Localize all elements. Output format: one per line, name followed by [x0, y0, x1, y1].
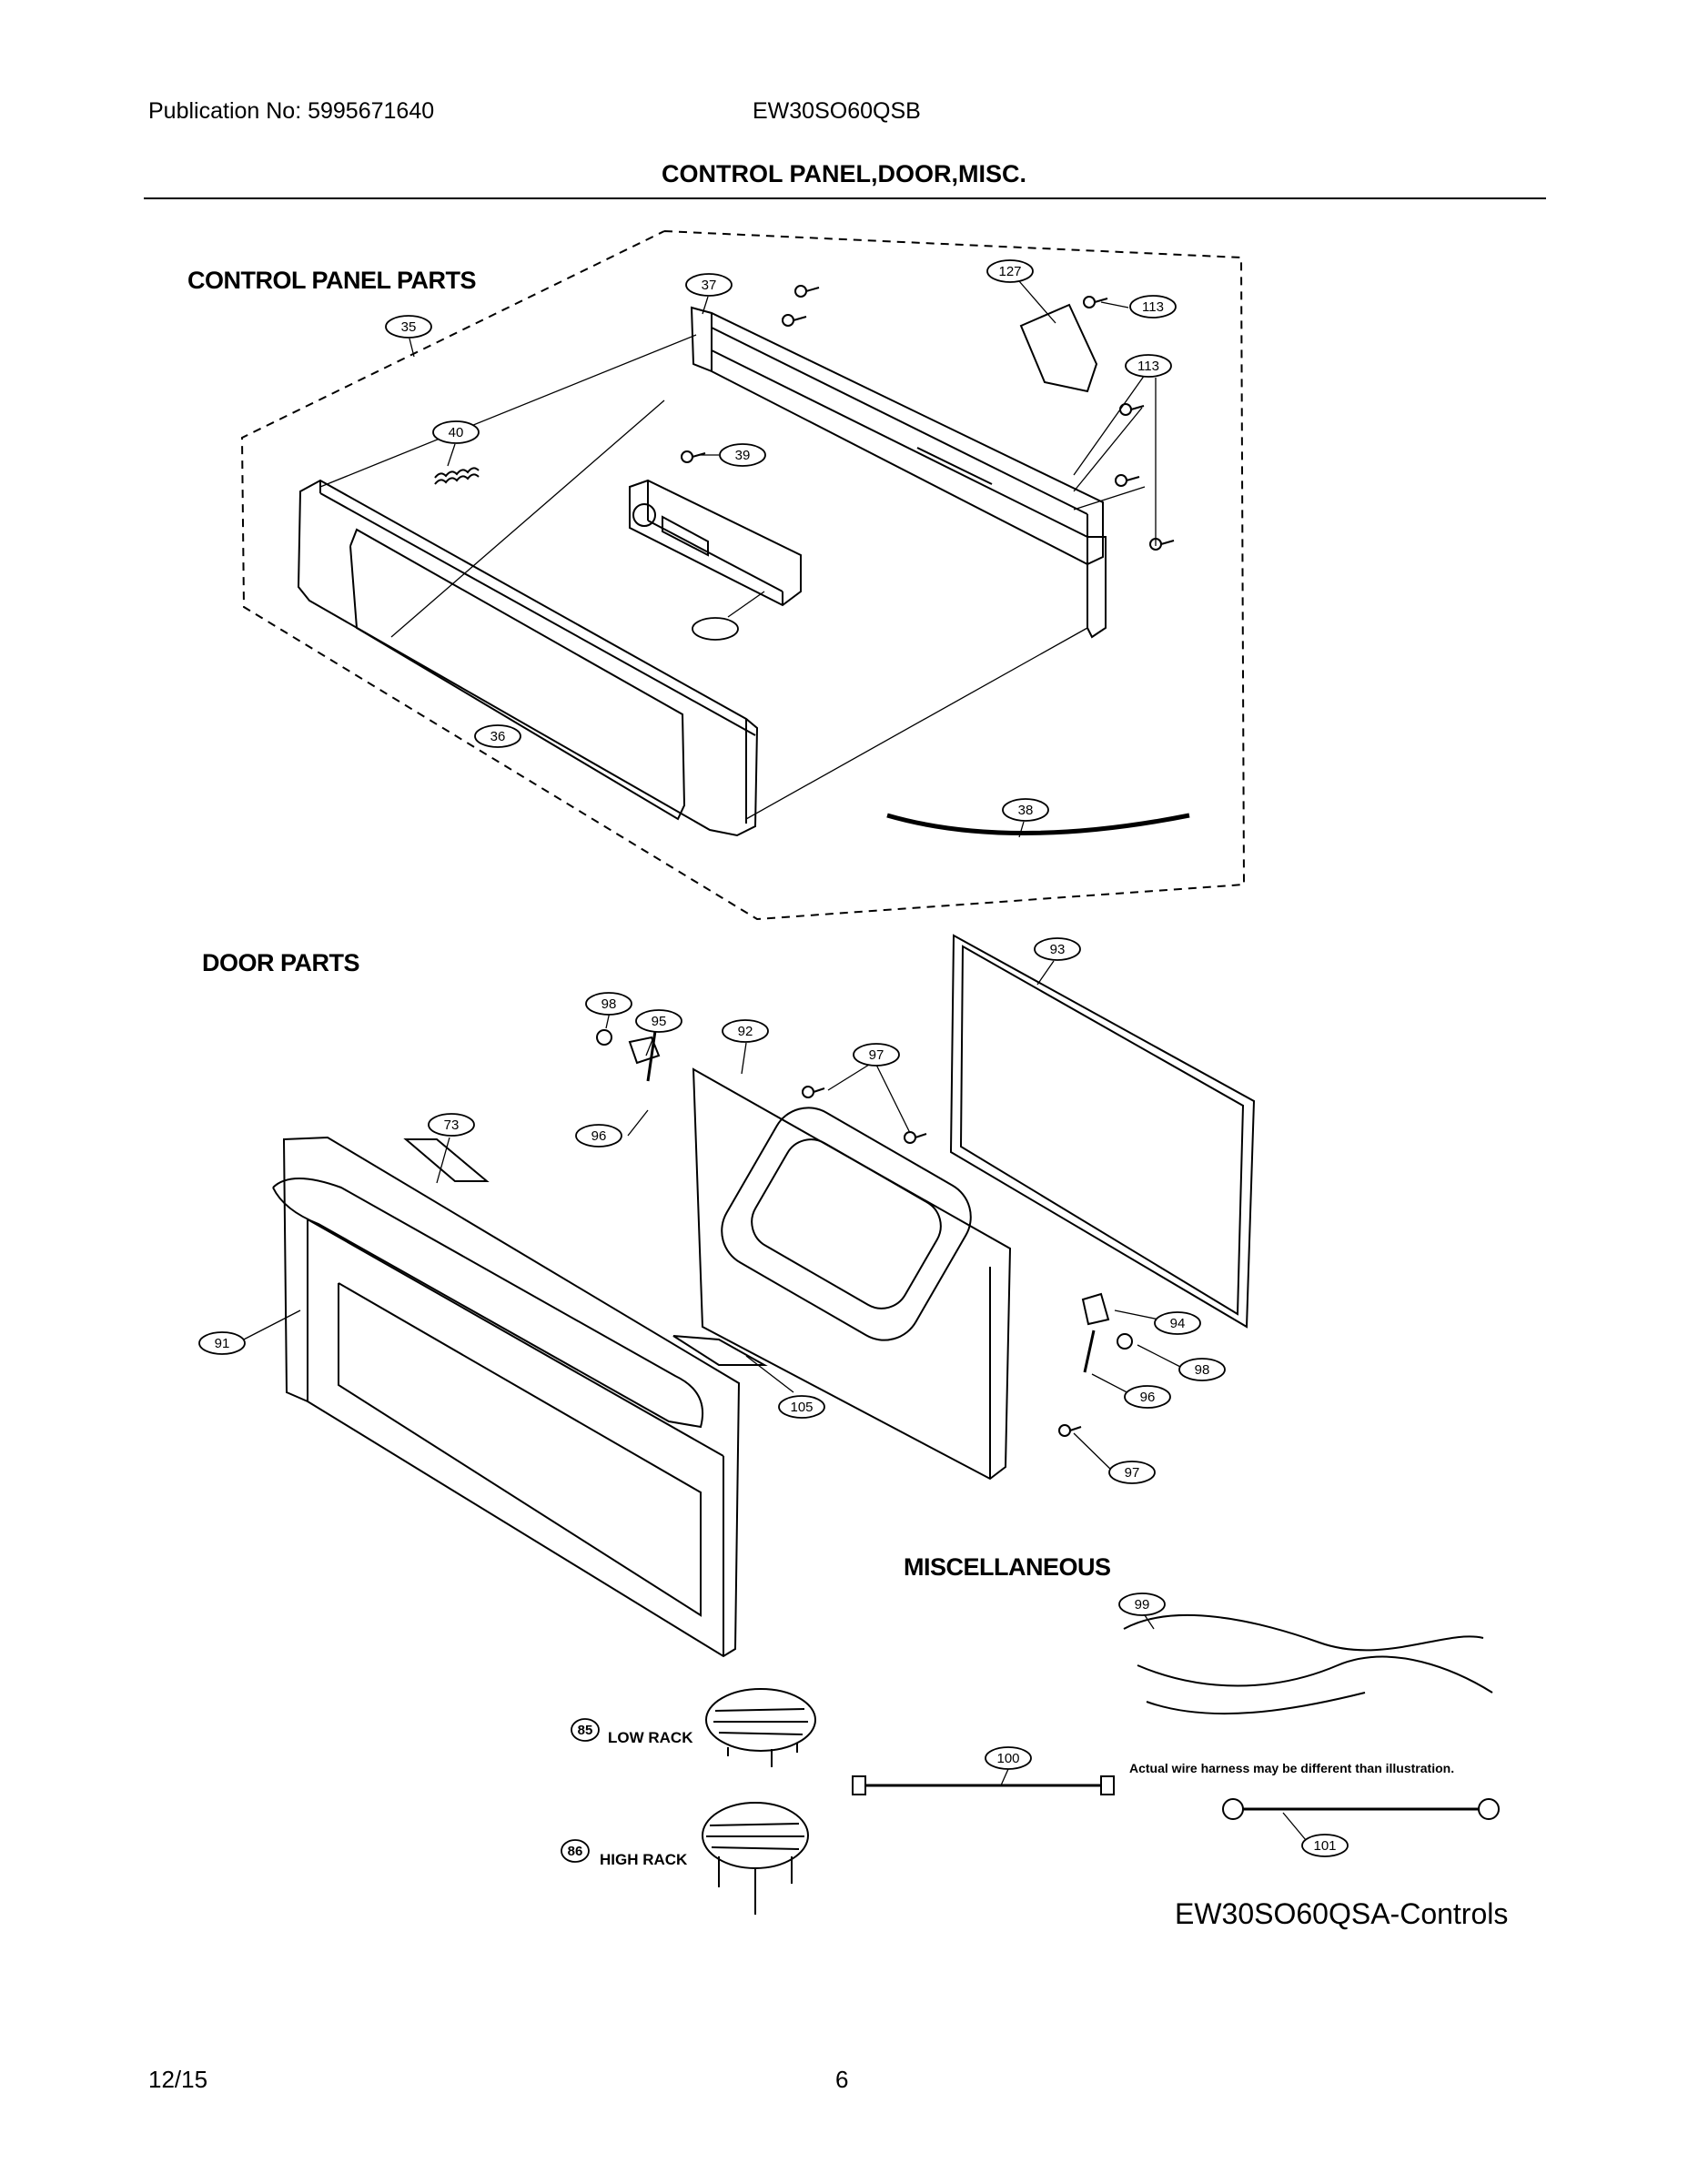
title-rule — [144, 197, 1546, 199]
outer-door — [272, 1136, 741, 1658]
callout-101: 101 — [1313, 1838, 1336, 1854]
inner-door-liner — [692, 1067, 1012, 1481]
callout-96-right: 96 — [1140, 1390, 1156, 1405]
callout-98-right: 98 — [1195, 1362, 1210, 1378]
harness-disclaimer: Actual wire harness may be different tha… — [1129, 1761, 1455, 1775]
hinges-and-springs — [596, 1029, 1133, 1437]
callout-96-left: 96 — [591, 1128, 607, 1144]
publication-date: 12/15 — [148, 2066, 208, 2093]
callout-35: 35 — [401, 319, 417, 335]
publication-number: Publication No: 5995671640 — [148, 98, 435, 124]
callout-85: 85 — [578, 1723, 593, 1738]
callout-38: 38 — [1018, 803, 1034, 818]
callout-39: 39 — [735, 448, 751, 463]
callout-36: 36 — [490, 729, 506, 744]
control-panel-front-trim — [297, 479, 759, 837]
screws-control-panel — [681, 285, 1175, 551]
low-rack-label: LOW RACK — [608, 1729, 693, 1746]
harness-101 — [1222, 1798, 1500, 1820]
page-title: CONTROL PANEL,DOOR,MISC. — [661, 160, 1026, 187]
harness-38 — [886, 813, 1190, 835]
callout-127: 127 — [998, 264, 1021, 279]
label-105 — [672, 1335, 768, 1366]
callout-93: 93 — [1050, 942, 1066, 957]
callout-97-bottom: 97 — [1125, 1465, 1140, 1481]
model-number: EW30SO60QSB — [753, 98, 921, 124]
bracket-127 — [1019, 303, 1098, 393]
high-rack-label: HIGH RACK — [600, 1851, 688, 1868]
section-door-parts: DOOR PARTS — [202, 949, 360, 976]
callout-86: 86 — [568, 1844, 583, 1859]
callout-37: 37 — [702, 278, 717, 293]
control-panel-boundary — [240, 230, 1246, 921]
section-miscellaneous: MISCELLANEOUS — [904, 1553, 1111, 1581]
control-module — [629, 479, 802, 607]
diagram-identifier: EW30SO60QSA-Controls — [1175, 1897, 1509, 1930]
callout-98-left: 98 — [601, 996, 617, 1012]
low-rack — [705, 1688, 816, 1767]
spring-part-40 — [434, 467, 480, 485]
callout-100: 100 — [996, 1751, 1019, 1766]
callout-105: 105 — [790, 1400, 813, 1415]
control-panel-back-frame — [690, 306, 1107, 639]
callout-113-top: 113 — [1142, 299, 1164, 315]
door-gasket-93 — [949, 934, 1256, 1329]
callout-97-top: 97 — [869, 1047, 884, 1063]
callout-95: 95 — [652, 1014, 667, 1029]
page-number: 6 — [835, 2066, 849, 2093]
high-rack — [702, 1802, 809, 1915]
harness-100 — [852, 1775, 1115, 1795]
callout-73: 73 — [444, 1117, 460, 1133]
callout-92: 92 — [738, 1024, 753, 1039]
callout-40: 40 — [449, 425, 464, 440]
callout-94: 94 — [1170, 1316, 1186, 1331]
callout-113-right: 113 — [1137, 359, 1159, 374]
label-73 — [403, 1138, 490, 1182]
callout-91: 91 — [215, 1336, 230, 1351]
section-control-panel-parts: CONTROL PANEL PARTS — [187, 267, 477, 294]
callout-99: 99 — [1135, 1597, 1150, 1613]
harness-99 — [1123, 1613, 1493, 1715]
